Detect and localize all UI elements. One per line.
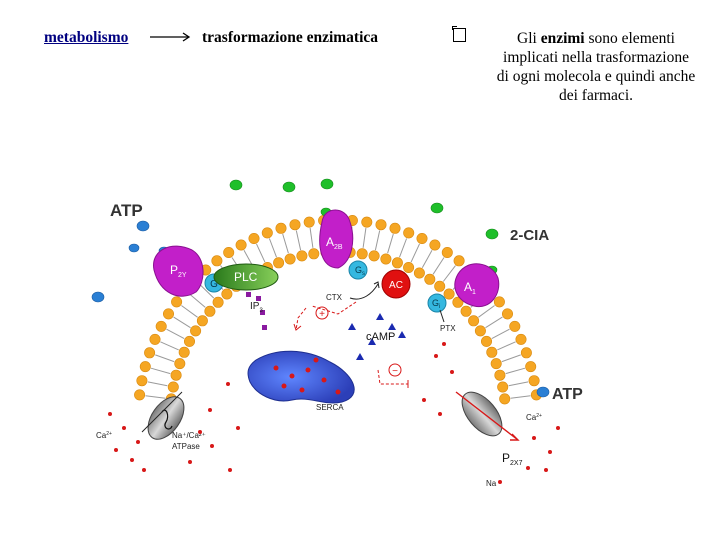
gi-protein <box>427 293 447 313</box>
receptor-a2b: A2B <box>319 209 354 269</box>
gs-protein <box>348 260 368 280</box>
svg-text:SERCA: SERCA <box>316 403 344 412</box>
description-text: Gli enzimi sono elementi implicati nella… <box>496 30 696 104</box>
receptor-p2y: P2Y <box>153 245 204 297</box>
svg-text:PTX: PTX <box>440 324 456 333</box>
p2x7-channel <box>455 391 520 441</box>
svg-text:P2X7: P2X7 <box>502 451 523 467</box>
svg-text:Na⁺/Ca²⁺: Na⁺/Ca²⁺ <box>172 431 206 440</box>
plc-enzyme <box>213 263 279 291</box>
svg-text:ATPase: ATPase <box>172 442 200 451</box>
calcium-ions <box>108 342 560 484</box>
svg-text:ATP: ATP <box>110 201 143 220</box>
svg-text:Gi: Gi <box>432 298 440 310</box>
svg-text:Ca2+: Ca2+ <box>96 431 112 440</box>
svg-text:ATP: ATP <box>552 386 583 403</box>
bullet-box-icon <box>452 26 466 42</box>
svg-text:Ca2+: Ca2+ <box>526 413 542 422</box>
svg-text:−: − <box>392 366 398 377</box>
svg-text:cAMP: cAMP <box>366 331 395 343</box>
svg-text:Na: Na <box>486 479 497 488</box>
svg-text:Gs: Gs <box>355 265 365 277</box>
svg-text:PLC: PLC <box>234 270 258 284</box>
blue-ligands <box>91 220 550 398</box>
svg-text:P2Y: P2Y <box>170 263 187 279</box>
svg-text:+: + <box>319 309 325 320</box>
ac-enzyme <box>381 269 411 299</box>
svg-text:A2B: A2B <box>326 235 343 251</box>
camp-molecules <box>348 313 406 360</box>
svg-text:2-CIA: 2-CIA <box>510 227 549 244</box>
ip3-molecules <box>246 292 267 330</box>
stimulation-arrow <box>293 301 357 331</box>
serca-er <box>247 350 355 404</box>
naca-atpase-pump <box>141 391 185 440</box>
transformation-heading: trasformazione enzimatica <box>202 29 379 46</box>
er-calcium <box>273 357 341 395</box>
svg-text:CTX: CTX <box>326 293 343 302</box>
inhibition-arrow <box>377 363 409 388</box>
enzimi-keyword: enzimi <box>540 30 585 47</box>
cell-membrane-diagram: P2Y A2B A1 G Gs Gi PLC AC IP3 CTX PTX + <box>91 178 583 488</box>
svg-text:A1: A1 <box>464 280 476 296</box>
arrow-right-icon <box>150 32 191 42</box>
svg-text:AC: AC <box>389 280 403 291</box>
svg-text:G: G <box>210 279 218 290</box>
svg-text:IP3: IP3 <box>250 301 263 314</box>
receptor-a1: A1 <box>454 263 500 308</box>
metabolismo-link[interactable]: metabolismo <box>44 29 129 46</box>
